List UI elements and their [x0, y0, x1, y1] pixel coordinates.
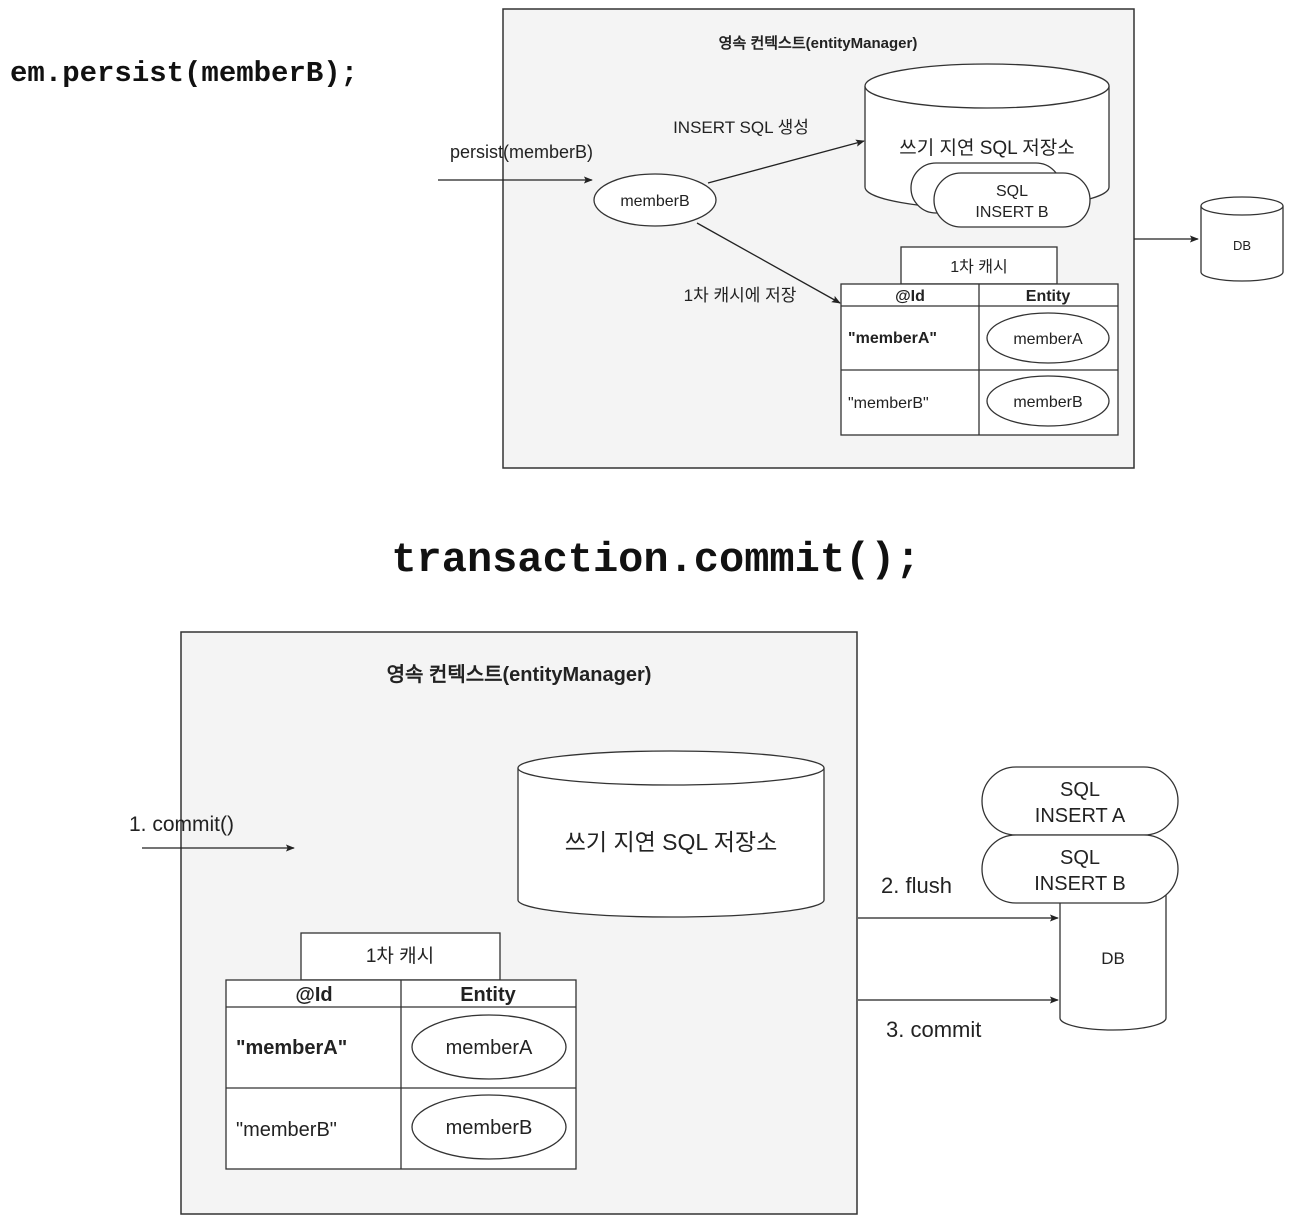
top-db-label: DB [1233, 238, 1251, 253]
top-context-title: 영속 컨텍스트(entityManager) [719, 34, 918, 52]
insert-label: INSERT SQL 생성 [673, 118, 809, 137]
top-row-b-entity-node [986, 375, 1110, 427]
bottom-code-line: transaction.commit(); [391, 536, 920, 584]
cache-label: 1차 캐시에 저장 [684, 286, 797, 305]
sql-insert-b-bottom-pill [981, 834, 1179, 904]
bottom-sql-store-label: 쓰기 지연 SQL 저장소 [565, 829, 777, 855]
top-db-cylinder [1200, 196, 1284, 282]
bottom-header-entity: Entity [460, 984, 516, 1006]
bottom-row-a-entity-node [411, 1014, 567, 1080]
top-sql-store-label: 쓰기 지연 SQL 저장소 [899, 137, 1075, 159]
cache-arrow [696, 222, 841, 304]
bottom-cache-title-box [300, 932, 501, 981]
bottom-row-a-id: "memberA" [236, 1037, 347, 1059]
sql-insert-b-line2: INSERT B [975, 204, 1048, 221]
bottom-row-b-entity: memberB [446, 1117, 533, 1139]
bottom-context-title: 영속 컨텍스트(entityManager) [387, 663, 652, 686]
bottom-header-id: @Id [295, 984, 332, 1006]
top-header-id: @Id [895, 288, 925, 305]
bottom-db-cylinder [1059, 872, 1167, 1031]
top-row-b-id: "memberB" [848, 395, 929, 412]
sql-insert-a-line2: INSERT A [1035, 805, 1126, 827]
bottom-row-b-entity-node [411, 1094, 567, 1160]
sql-insert-b-bottom-line1: SQL [1060, 847, 1100, 869]
bottom-row-b-id: "memberB" [236, 1119, 337, 1141]
bottom-cache-title: 1차 캐시 [366, 945, 434, 967]
top-row-a-id: "memberA" [848, 330, 937, 347]
member-b-node-label: memberB [620, 193, 689, 210]
sql-insert-b-pill [933, 172, 1091, 228]
top-cache-title: 1차 캐시 [950, 258, 1008, 276]
persist-label: persist(memberB) [450, 142, 593, 162]
bottom-sql-store-cylinder [517, 750, 825, 918]
insert-arrow [707, 139, 865, 184]
sql-insert-b-line1: SQL [996, 183, 1028, 200]
commit-label: 1. commit() [129, 813, 234, 836]
top-code-line: em.persist(memberB); [10, 57, 358, 90]
top-row-a-entity: memberA [1013, 331, 1083, 348]
flush-label: 2. flush [881, 873, 952, 898]
top-row-a-entity-node [986, 312, 1110, 364]
sql-insert-b-bottom-line2: INSERT B [1034, 873, 1126, 895]
bottom-db-label: DB [1101, 949, 1125, 968]
top-header-entity: Entity [1026, 288, 1071, 305]
sql-insert-a-line1: SQL [1060, 779, 1100, 801]
top-row-b-entity: memberB [1013, 394, 1082, 411]
db-commit-label: 3. commit [886, 1017, 981, 1042]
member-b-node [593, 173, 717, 227]
bottom-row-a-entity: memberA [446, 1037, 533, 1059]
